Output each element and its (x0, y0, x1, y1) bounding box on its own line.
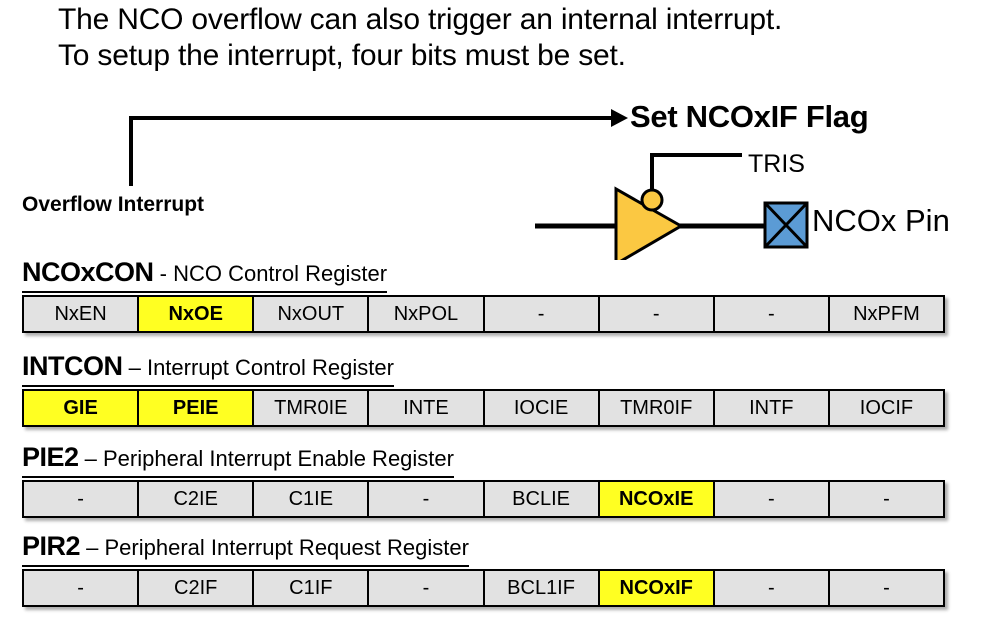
register-description: – Interrupt Control Register (122, 355, 394, 380)
register-bit-cell[interactable]: IOCIF (829, 391, 943, 425)
register-bit-cell[interactable]: TMR0IF (599, 391, 715, 425)
register-bit-cell[interactable]: - (484, 297, 600, 331)
register-name: PIR2 (22, 531, 81, 561)
register-name: PIE2 (22, 442, 79, 472)
register-bit-cell[interactable]: BCLIE (484, 482, 600, 516)
register-bit-cell[interactable]: TMR0IE (254, 391, 370, 425)
arrow-right-icon (611, 109, 628, 127)
inverting-bubble-icon (640, 188, 664, 212)
register-bit-cell[interactable]: - (369, 571, 485, 605)
set-ncoxif-flag-label: Set NCOxIF Flag (630, 99, 869, 134)
register-bit-cell[interactable]: C1IE (254, 482, 370, 516)
register-name: NCOxCON (22, 257, 154, 287)
register-bit-cell[interactable]: PEIE (139, 391, 255, 425)
diagram-wires (129, 109, 809, 260)
intro-line-1: The NCO overflow can also trigger an int… (58, 3, 783, 36)
register-bit-cell[interactable]: NxEN (24, 297, 140, 331)
register-block-pir2: PIR2 – Peripheral Interrupt Request Regi… (22, 532, 973, 607)
register-bit-cell[interactable]: INTF (714, 391, 830, 425)
register-bit-cell[interactable]: C2IF (139, 571, 255, 605)
pin-pad-cross-2 (763, 201, 809, 249)
register-bit-cell[interactable]: NxOUT (254, 297, 370, 331)
register-bit-cell[interactable]: INTE (369, 391, 485, 425)
register-title: INTCON – Interrupt Control Register (22, 352, 394, 387)
register-bit-cell[interactable]: NxPOL (369, 297, 485, 331)
intro-paragraph: The NCO overflow can also trigger an int… (58, 2, 978, 74)
intro-line-2: To setup the interrupt, four bits must b… (58, 39, 626, 72)
register-bit-cell[interactable]: - (24, 482, 140, 516)
register-bit-cell[interactable]: GIE (24, 391, 140, 425)
register-bit-cell[interactable]: C2IE (139, 482, 255, 516)
register-bit-cell[interactable]: - (599, 297, 715, 331)
register-bit-cell[interactable]: NCOxIF (599, 571, 715, 605)
register-bit-cell[interactable]: NxOE (139, 297, 255, 331)
register-bit-cell[interactable]: C1IF (254, 571, 370, 605)
register-name: INTCON (22, 351, 123, 381)
tris-label: TRIS (748, 150, 805, 178)
register-description: - NCO Control Register (153, 261, 388, 286)
tris-wire (650, 153, 742, 192)
ncox-pin-label: NCOx Pin (812, 203, 950, 238)
overflow-interrupt-wire (129, 116, 612, 186)
register-bit-cell[interactable]: - (369, 482, 485, 516)
register-bit-cell[interactable]: - (714, 571, 830, 605)
register-description: – Peripheral Interrupt Request Register (80, 535, 469, 560)
register-title: NCOxCON - NCO Control Register (22, 257, 388, 293)
register-bit-cell[interactable]: - (829, 571, 943, 605)
register-bit-cell[interactable]: IOCIE (484, 391, 600, 425)
register-bit-cell[interactable]: - (714, 482, 830, 516)
register-bit-cell[interactable]: NxPFM (829, 297, 943, 331)
nco-output-diagram: Overflow Interrupt Set NCOxIF Flag TRIS … (0, 0, 995, 260)
register-title: PIR2 – Peripheral Interrupt Request Regi… (22, 532, 469, 567)
register-bit-cell[interactable]: BCL1IF (484, 571, 600, 605)
register-block-pie2: PIE2 – Peripheral Interrupt Enable Regis… (22, 443, 973, 518)
register-bit-cell[interactable]: NCOxIE (599, 482, 715, 516)
overflow-interrupt-label: Overflow Interrupt (22, 193, 205, 216)
register-bit-cell[interactable]: - (24, 571, 140, 605)
register-bit-cell[interactable]: - (714, 297, 830, 331)
register-bit-cell[interactable]: - (829, 482, 943, 516)
register-title: PIE2 – Peripheral Interrupt Enable Regis… (22, 443, 454, 478)
register-description: – Peripheral Interrupt Enable Register (78, 446, 454, 471)
